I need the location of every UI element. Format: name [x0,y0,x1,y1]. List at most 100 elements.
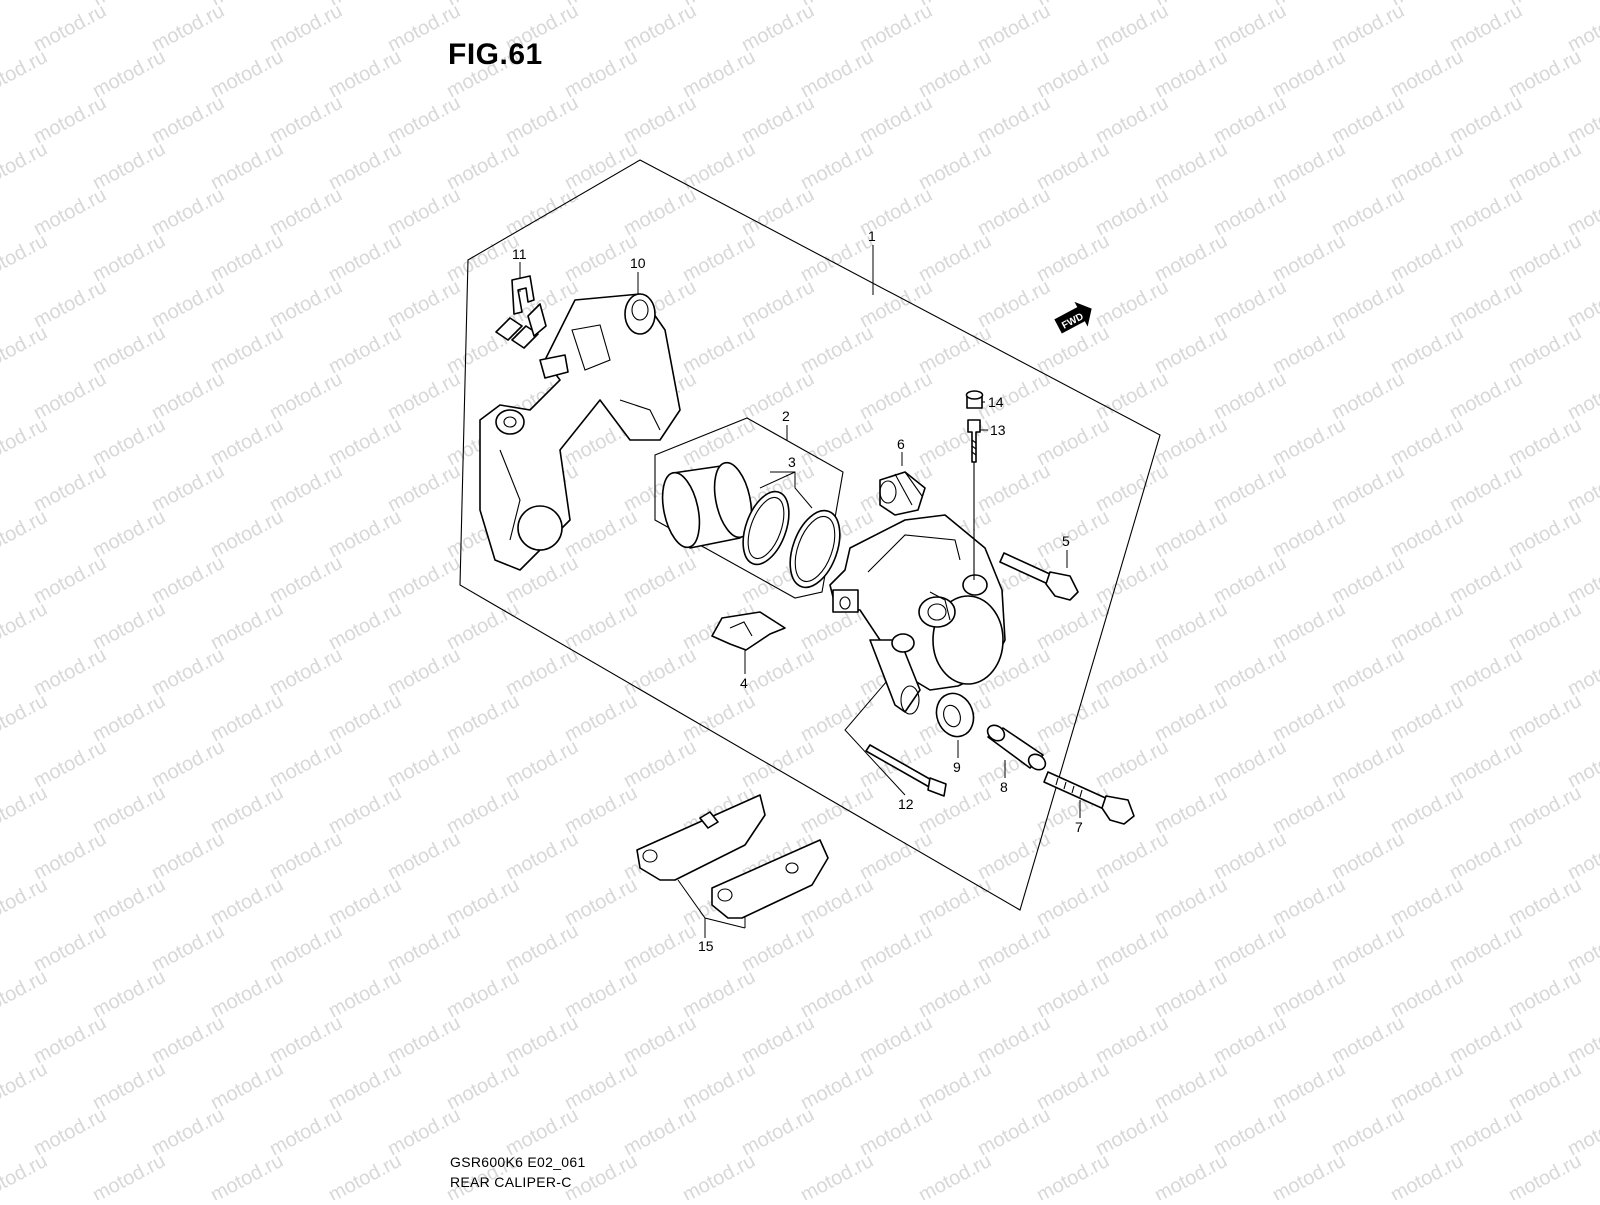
watermark-text: motod.ru [1092,552,1172,608]
watermark-text: motod.ru [915,874,995,930]
watermark-text: motod.ru [1092,920,1172,976]
watermark-text: motod.ru [502,920,582,976]
callout-4: 4 [740,675,748,691]
watermark-text: motod.ru [30,1104,110,1160]
watermark-text: motod.ru [797,782,877,838]
watermark-text: motod.ru [1505,46,1585,102]
watermark-text: motod.ru [30,552,110,608]
watermark-text: motod.ru [974,1012,1054,1068]
watermark-text: motod.ru [1092,368,1172,424]
watermark-text: motod.ru [1446,1196,1526,1200]
watermark-text: motod.ru [620,184,700,240]
callout-12: 12 [898,796,914,812]
watermark-text: motod.ru [1328,1104,1408,1160]
watermark-text: motod.ru [89,1150,169,1200]
watermark-text: motod.ru [797,138,877,194]
leader-lines [519,245,1081,938]
watermark-text: motod.ru [1151,322,1231,378]
watermark-text: motod.ru [1151,506,1231,562]
watermark-text: motod.ru [148,644,228,700]
watermark-text: motod.ru [207,1150,287,1200]
watermark-text: motod.ru [443,138,523,194]
watermark-text: motod.ru [89,1058,169,1114]
watermark-text: motod.ru [679,230,759,286]
watermark-text: motod.ru [325,1150,405,1200]
watermark-text: motod.ru [1446,552,1526,608]
watermark-text: motod.ru [207,782,287,838]
watermark-text: motod.ru [620,92,700,148]
watermark-text: motod.ru [1446,184,1526,240]
watermark-text: motod.ru [620,552,700,608]
watermark-text: motod.ru [0,690,51,746]
watermark-text: motod.ru [915,322,995,378]
watermark-text: motod.ru [1210,920,1290,976]
watermark-text: motod.ru [266,920,346,976]
part-6-boot [879,471,926,516]
watermark-text: motod.ru [797,1150,877,1200]
watermark-text: motod.ru [1151,414,1231,470]
watermark-text: motod.ru [1505,138,1585,194]
watermark-text: motod.ru [1505,1150,1585,1200]
watermark-text: motod.ru [1033,322,1113,378]
part-14-bleeder-cap [965,390,984,409]
watermark-text: motod.ru [1564,1196,1600,1200]
watermark-text: motod.ru [1210,92,1290,148]
watermark-text: motod.ru [148,276,228,332]
watermark-text: motod.ru [384,1104,464,1160]
callout-8: 8 [1000,779,1008,795]
watermark-text: motod.ru [561,506,641,562]
watermark-text: motod.ru [0,230,51,286]
watermark-text: motod.ru [1505,322,1585,378]
watermark-text: motod.ru [384,552,464,608]
watermark-text: motod.ru [1210,276,1290,332]
watermark-text: motod.ru [915,782,995,838]
watermark-text: motod.ru [443,966,523,1022]
callout-13: 13 [990,422,1006,438]
callout-7: 7 [1075,819,1083,835]
callout-2: 2 [782,408,790,424]
watermark-text: motod.ru [30,828,110,884]
watermark-text: motod.ru [1387,138,1467,194]
watermark-text: motod.ru [148,1196,228,1200]
watermark-text: motod.ru [1328,1012,1408,1068]
watermark-text: motod.ru [30,276,110,332]
watermark-text: motod.ru [856,920,936,976]
watermark-text: motod.ru [856,92,936,148]
watermark-text: motod.ru [679,414,759,470]
watermark-text: motod.ru [207,414,287,470]
watermark-text: motod.ru [1387,598,1467,654]
watermark-text: motod.ru [679,966,759,1022]
watermark-text: motod.ru [1387,874,1467,930]
watermark-text: motod.ru [30,368,110,424]
watermark-text: motod.ru [1269,690,1349,746]
part-7-bolt [1043,771,1135,825]
watermark-text: motod.ru [266,1104,346,1160]
watermark-text: motod.ru [266,368,346,424]
part-10-caliper-bracket [479,293,681,571]
watermark-text: motod.ru [1269,1150,1349,1200]
watermark-text: motod.ru [0,966,51,1022]
watermark-text: motod.ru [30,736,110,792]
part-13-bleeder-screw [967,419,981,463]
watermark-text: motod.ru [561,690,641,746]
watermark-text: motod.ru [1210,460,1290,516]
watermark-text: motod.ru [1033,874,1113,930]
watermark-text: motod.ru [1269,1058,1349,1114]
watermark-text: motod.ru [1328,368,1408,424]
watermark-text: motod.ru [384,1196,464,1200]
part-2-piston [661,461,753,549]
part-11-pad-spring [495,275,547,349]
watermark-text: motod.ru [738,184,818,240]
watermark-text: motod.ru [1505,598,1585,654]
watermark-text: motod.ru [1446,460,1526,516]
watermark-text: motod.ru [915,46,995,102]
watermark-text: motod.ru [30,184,110,240]
watermark-text: motod.ru [1092,1012,1172,1068]
watermark-text: motod.ru [561,1058,641,1114]
watermark-text: motod.ru [1210,368,1290,424]
watermark-text: motod.ru [1446,368,1526,424]
callout-11: 11 [512,246,527,262]
watermark-text: motod.ru [266,552,346,608]
watermark-text: motod.ru [325,690,405,746]
